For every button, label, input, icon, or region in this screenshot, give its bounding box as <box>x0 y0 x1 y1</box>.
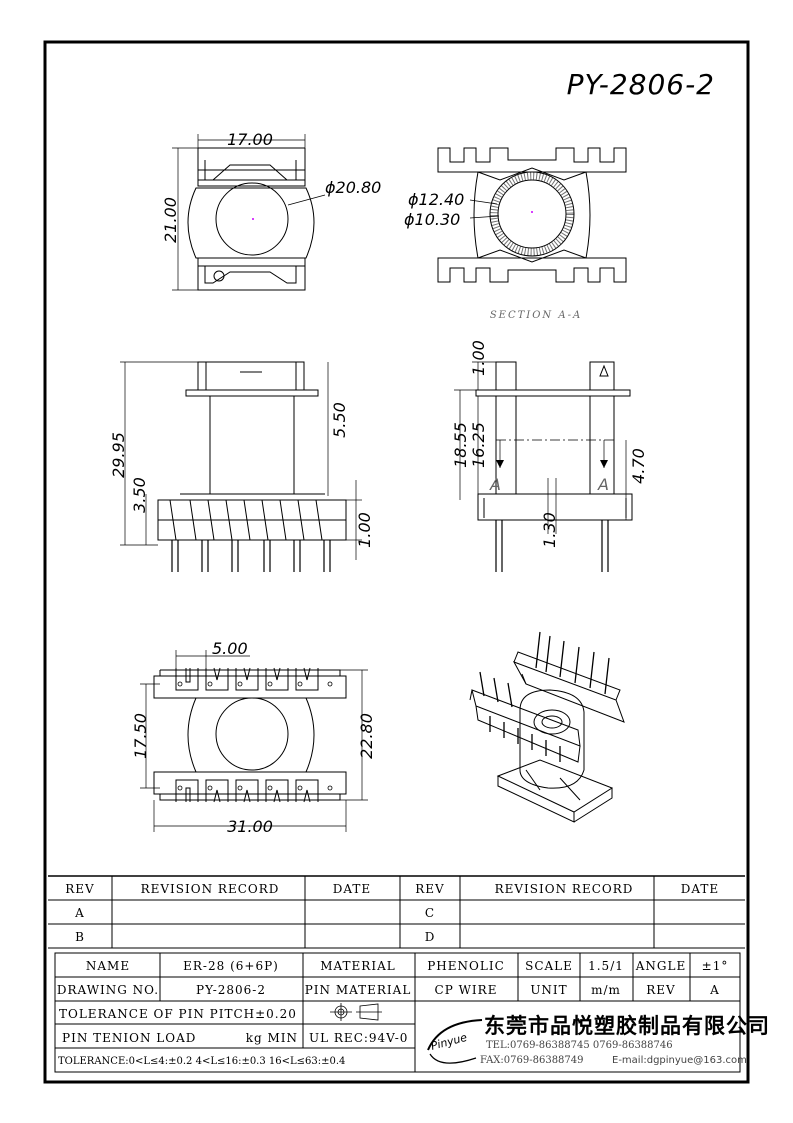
top-width-dim: 17.00 <box>227 130 273 149</box>
date-header-left: DATE <box>333 882 371 896</box>
top-bore-dim: ϕ20.80 <box>325 178 381 197</box>
company-email: E-mail:dgpinyue@163.com <box>612 1055 747 1066</box>
unit-value: m/m <box>591 983 621 997</box>
angle-value: ±1° <box>702 959 729 973</box>
side-h1-dim: 18.55 <box>451 422 470 468</box>
material-label: MATERIAL <box>320 959 395 973</box>
drawing-label: DRAWING NO. <box>57 983 159 997</box>
section-view: ϕ12.40 ϕ10.30 SECTION A-A <box>404 147 627 321</box>
pin-load-unit: kg MIN <box>246 1031 298 1045</box>
record-header-right: REVISION RECORD <box>495 882 634 896</box>
isometric-view <box>469 631 625 823</box>
top-height-dim: 21.00 <box>161 197 180 243</box>
ul-rec: UL REC:94V-0 <box>309 1031 408 1045</box>
bottom-width-dim: 22.80 <box>357 713 376 759</box>
rev-row-b: B <box>75 930 85 944</box>
svg-text:Pinyue: Pinyue <box>429 1031 468 1053</box>
tolerance-note: TOLERANCE:0<L≤4:±0.2 4<L≤16:±0.3 16<L≤63… <box>58 1056 345 1067</box>
rev-label: REV <box>646 983 675 997</box>
scale-label: SCALE <box>525 959 573 973</box>
unit-label: UNIT <box>530 983 567 997</box>
side-right-dim: 4.70 <box>629 448 648 484</box>
bottom-length-dim: 31.00 <box>227 817 273 836</box>
tol-pitch: TOLERANCE OF PIN PITCH±0.20 <box>59 1007 297 1021</box>
name-label: NAME <box>86 959 130 973</box>
pin-material-value: CP WIRE <box>435 983 498 997</box>
section-mark-right: A <box>597 475 609 494</box>
drawing-title: PY-2806-2 <box>567 68 715 101</box>
material-value: PHENOLIC <box>427 959 505 973</box>
side-view: A A 18.55 16.25 1.00 4.70 1.30 <box>451 340 648 572</box>
rev-row-c: C <box>425 906 435 920</box>
pinyue-logo: Pinyue <box>427 1019 483 1064</box>
revision-table: REV REVISION RECORD DATE REV REVISION RE… <box>48 875 745 949</box>
front-base-dim: 3.50 <box>130 477 149 513</box>
bottom-height-dim: 17.50 <box>131 713 150 759</box>
angle-label: ANGLE <box>635 959 686 973</box>
bottom-pitch-dim: 5.00 <box>212 639 248 658</box>
name-value: ER-28 (6+6P) <box>183 959 279 973</box>
scale-value: 1.5/1 <box>588 959 624 973</box>
front-height-dim: 29.95 <box>109 432 128 478</box>
date-header-right: DATE <box>681 882 719 896</box>
front-pin-dim: 1.00 <box>355 512 374 548</box>
rev-value: A <box>709 983 720 997</box>
side-top-dim: 1.00 <box>469 340 488 376</box>
section-label: SECTION A-A <box>490 310 582 321</box>
section-inner-dim: ϕ10.30 <box>404 210 460 229</box>
bottom-view: 5.00 17.50 22.80 31.00 <box>131 639 376 836</box>
front-flange-dim: 5.50 <box>330 402 349 438</box>
company-name: 东莞市品悦塑胶制品有限公司 <box>484 1014 770 1038</box>
rev-row-d: D <box>425 930 436 944</box>
top-view: 17.00 21.00 ϕ20.80 <box>161 130 381 291</box>
pin-load-label: PIN TENION LOAD <box>62 1031 196 1045</box>
sheet-border <box>43 40 750 1084</box>
section-outer-dim: ϕ12.40 <box>408 190 464 209</box>
title-block: NAME ER-28 (6+6P) MATERIAL PHENOLIC SCAL… <box>54 952 770 1073</box>
side-pin-dim: 1.30 <box>540 512 559 548</box>
rev-header-right: REV <box>415 882 444 896</box>
section-mark-left: A <box>489 475 501 494</box>
drawing-value: PY-2806-2 <box>196 983 266 997</box>
record-header-left: REVISION RECORD <box>141 882 280 896</box>
pin-material-label: PIN MATERIAL <box>305 983 412 997</box>
side-h2-dim: 16.25 <box>469 422 488 468</box>
front-view: 29.95 3.50 5.50 1.00 <box>109 361 374 572</box>
company-tel: TEL:0769-86388745 0769-86388746 <box>486 1040 673 1051</box>
projection-symbol-icon <box>330 1003 382 1021</box>
company-fax: FAX:0769-86388749 <box>480 1055 584 1066</box>
rev-header-left: REV <box>65 882 94 896</box>
rev-row-a: A <box>74 906 85 920</box>
